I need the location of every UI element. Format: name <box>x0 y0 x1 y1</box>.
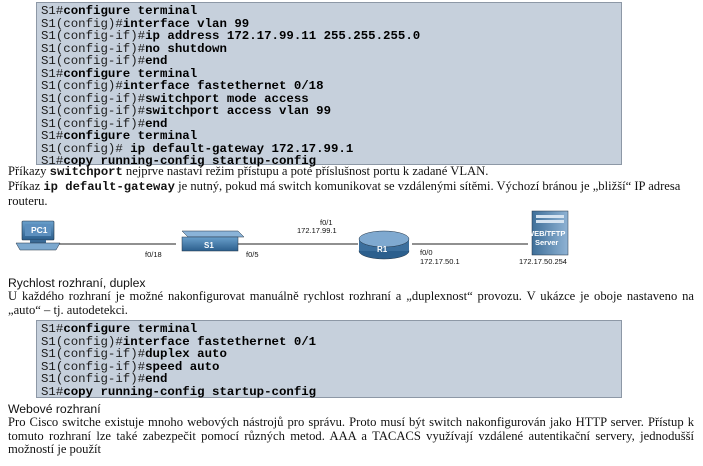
paragraph-speed: U každého rozhraní je možné nakonfigurov… <box>8 289 694 317</box>
router-ip-top: 172.17.99.1 <box>297 226 337 235</box>
code-line: S1(config)#interface vlan 99 <box>41 16 250 31</box>
code-line: S1(config)#interface fastethernet 0/18 <box>41 79 324 93</box>
text: nejprve nastaví režim přístupu a poté př… <box>122 164 489 178</box>
network-diagram: PC1 S1 f0/18 f0/5 R1 f0/1 172.17.99.1 f0… <box>15 210 569 266</box>
code-line: S1(config)#interface fastethernet 0/1 <box>41 334 317 349</box>
text: je nutný, pokud má switch komunikovat se… <box>8 179 681 208</box>
code-block-1: S1#configure terminal S1(config)#interfa… <box>36 2 622 168</box>
switch-port-left: f0/18 <box>145 250 162 259</box>
switch-label: S1 <box>204 241 214 250</box>
pc-label: PC1 <box>31 225 48 235</box>
router-port-top: f0/1 <box>320 218 333 227</box>
code-line: S1(config-if)#switchport mode access <box>41 91 309 106</box>
router-label: R1 <box>377 245 388 254</box>
paragraph-web: Pro Cisco switche existuje mnoho webovýc… <box>8 415 694 457</box>
code-line: S1#configure terminal <box>41 322 198 336</box>
code-line: S1#copy running-config startup-config <box>41 154 317 168</box>
inline-code: ip default-gateway <box>43 180 175 194</box>
code-line: S1(config-if)#end <box>41 372 168 386</box>
router-port-right: f0/0 <box>420 248 433 257</box>
code-line: S1(config-if)#speed auto <box>41 359 220 374</box>
paragraph-switchport: Příkazy switchport nejprve nastaví režim… <box>8 164 694 180</box>
pc-icon: PC1 <box>15 220 61 251</box>
paragraph-gateway: Příkaz ip default-gateway je nutný, poku… <box>8 179 694 208</box>
inline-code: switchport <box>49 165 123 179</box>
server-label-2: Server <box>535 238 558 247</box>
server-ip: 172.17.50.254 <box>519 257 567 266</box>
server-label-1: WEB/TFTP <box>527 229 565 238</box>
heading-web: Webové rozhraní <box>8 402 101 416</box>
heading-speed: Rychlost rozhraní, duplex <box>8 276 146 290</box>
text: Příkazy <box>8 164 50 178</box>
switch-icon: S1 <box>181 230 245 252</box>
text: Příkaz <box>8 179 44 193</box>
code-line: S1(config-if)#ip address 172.17.99.11 25… <box>41 29 421 43</box>
code-line: S1(config-if)#end <box>41 54 168 68</box>
code-block-2: S1#configure terminal S1(config)#interfa… <box>36 320 622 398</box>
code-line: S1(config-if)#end <box>41 116 168 131</box>
code-line: S1#copy running-config startup-config <box>41 384 317 399</box>
code-line: S1(config-if)#switchport access vlan 99 <box>41 104 331 118</box>
code-line: S1#configure terminal <box>41 129 198 143</box>
code-line: S1#configure terminal <box>41 66 198 81</box>
router-ip-right: 172.17.50.1 <box>420 257 460 266</box>
server-icon: WEB/TFTP Server <box>527 210 569 256</box>
code-line: S1(config-if)#no shutdown <box>41 41 227 56</box>
code-line: S1#configure terminal <box>41 4 198 18</box>
switch-port-right: f0/5 <box>246 250 259 259</box>
code-line: S1(config-if)#duplex auto <box>41 347 227 361</box>
router-icon: R1 <box>358 230 410 260</box>
code-line: S1(config)# ip default-gateway 172.17.99… <box>41 141 354 156</box>
